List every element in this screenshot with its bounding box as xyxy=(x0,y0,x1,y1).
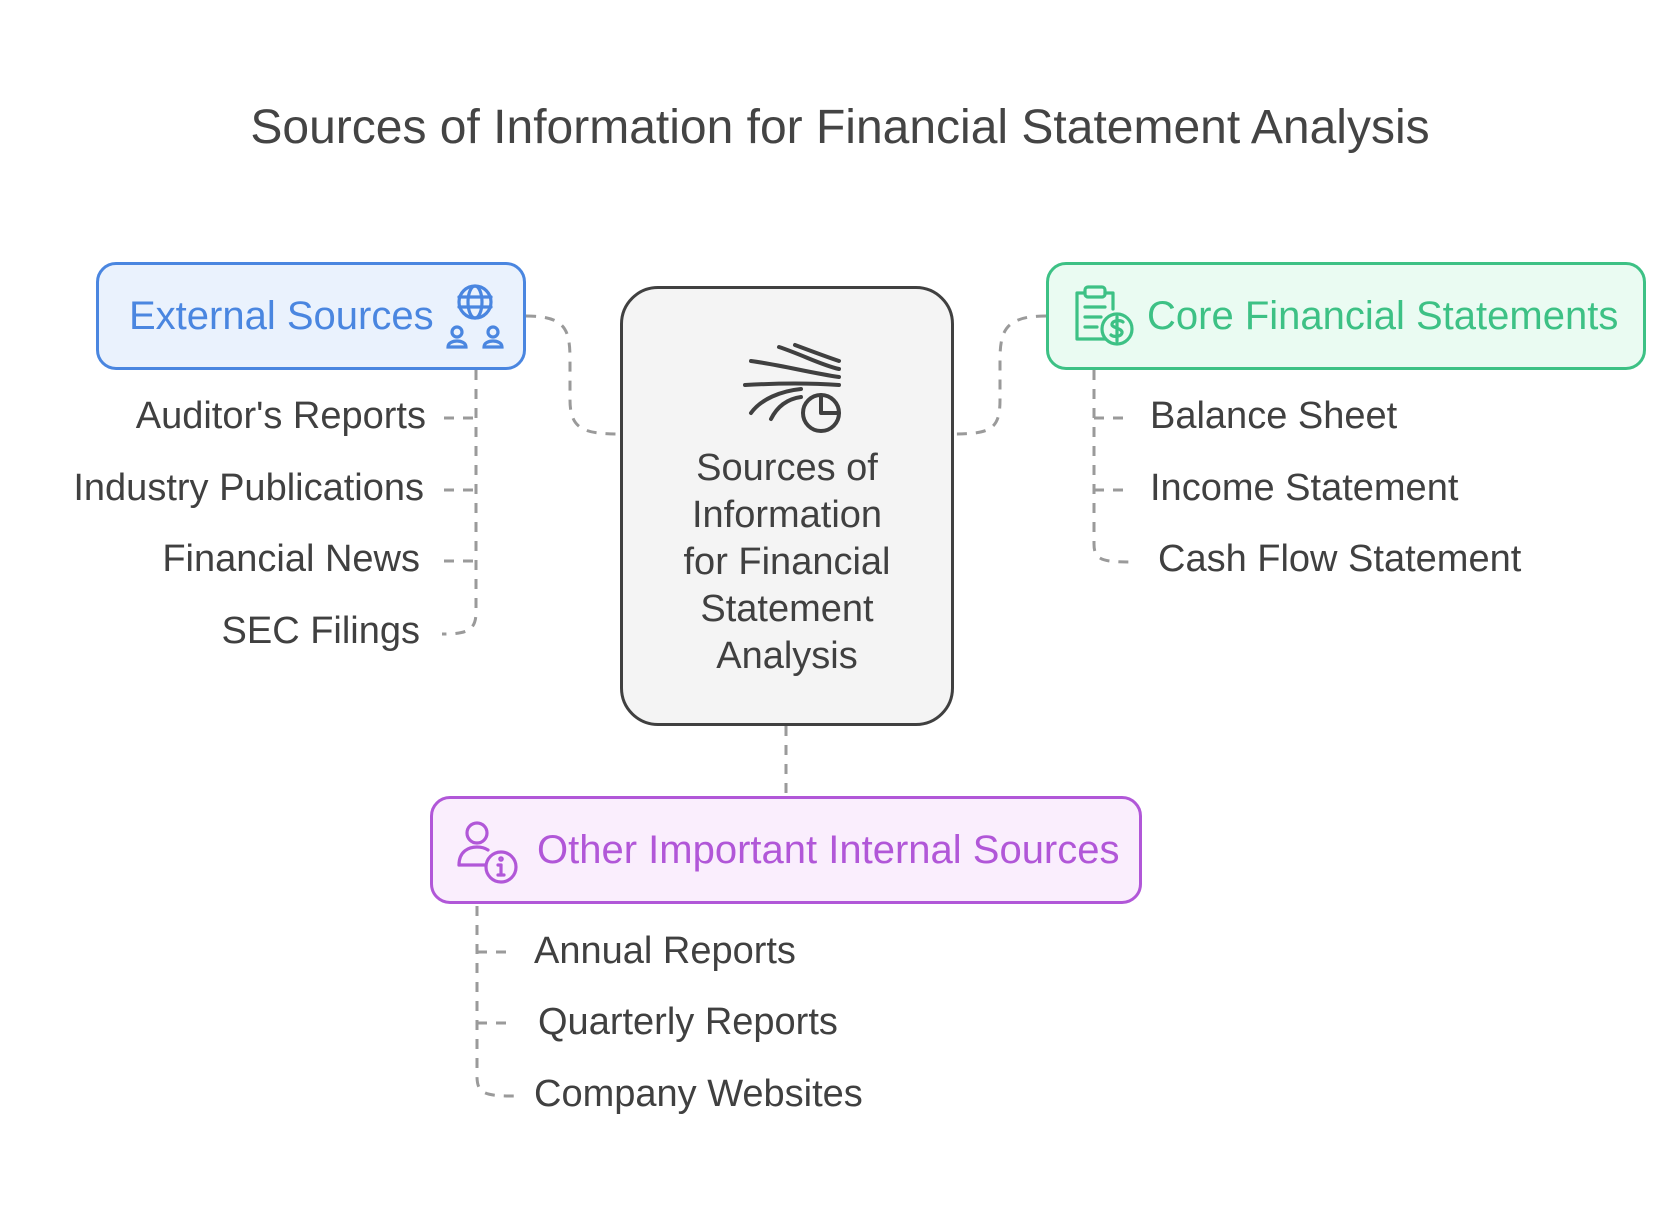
connector-external-center xyxy=(525,314,621,436)
center-line: Statement xyxy=(700,588,874,630)
internal-item: Company Websites xyxy=(534,1073,863,1115)
external-item: Industry Publications xyxy=(73,467,424,509)
wind-chart-icon xyxy=(743,343,841,433)
external-item: SEC Filings xyxy=(221,610,421,652)
center-line: Information xyxy=(691,494,883,536)
globe-users-icon xyxy=(446,284,504,349)
core-item: Income Statement xyxy=(1150,467,1459,509)
connector-core-center xyxy=(951,314,1047,436)
core-list-spine xyxy=(1092,370,1133,564)
external-sources-label: External Sources xyxy=(129,293,434,338)
core-item: Cash Flow Statement xyxy=(1158,538,1522,580)
internal-item: Quarterly Reports xyxy=(538,1001,838,1043)
core-statements-box[interactable]: Core Financial Statements xyxy=(1046,262,1646,370)
external-list-spine xyxy=(441,370,478,636)
center-line: for Financial xyxy=(683,541,891,583)
internal-list-spine xyxy=(475,906,516,1098)
internal-item: Annual Reports xyxy=(534,930,796,972)
page-title: Sources of Information for Financial Sta… xyxy=(250,101,1430,154)
center-line: Sources of xyxy=(696,447,878,489)
core-item: Balance Sheet xyxy=(1150,395,1398,437)
clipboard-dollar-icon xyxy=(1075,285,1134,346)
core-statements-label: Core Financial Statements xyxy=(1147,293,1619,338)
center-box[interactable]: Sources of Information for Financial Sta… xyxy=(620,286,954,726)
external-item: Auditor's Reports xyxy=(135,395,426,437)
user-info-icon xyxy=(457,821,518,884)
center-text: Sources of Information for Financial Sta… xyxy=(623,445,951,680)
internal-sources-label: Other Important Internal Sources xyxy=(537,827,1120,872)
external-item: Financial News xyxy=(162,538,420,580)
internal-sources-box[interactable]: Other Important Internal Sources xyxy=(430,796,1142,904)
external-sources-box[interactable]: External Sources xyxy=(96,262,526,370)
center-line: Analysis xyxy=(716,635,858,677)
